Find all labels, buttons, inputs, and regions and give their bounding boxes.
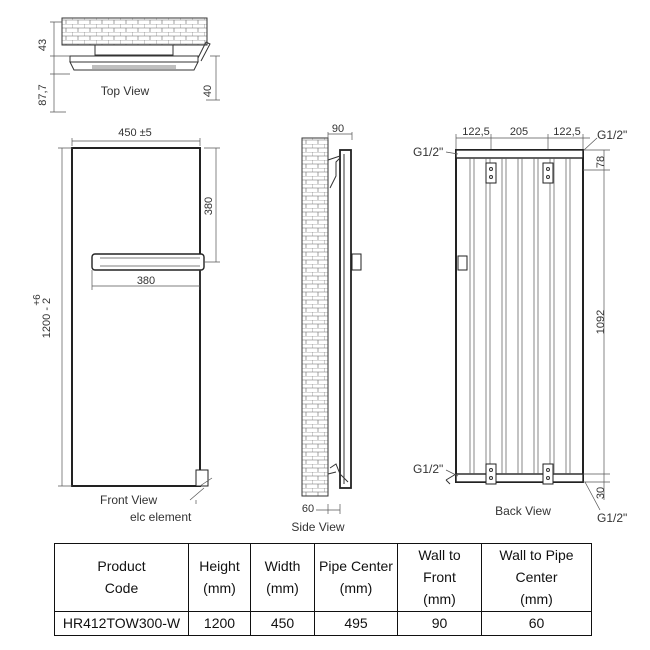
side-view-bottom-bracket: [327, 463, 349, 483]
back-view-side-box: [457, 255, 468, 271]
dim-top-87-7: 87,7: [37, 84, 49, 105]
header-height: Height(mm): [188, 543, 251, 612]
cell-wall-to-pipe-center: 60: [481, 610, 592, 637]
dim-back-78: 78: [595, 156, 607, 168]
side-view-wall: [301, 137, 329, 497]
label-g-bottom-right: G1/2": [597, 511, 627, 525]
dim-front-height: 1200 - 2: [41, 298, 53, 338]
front-view: 450 ±5 380 380 1200 - 2 +6 Front View el…: [32, 127, 220, 524]
label-g-top-right: G1/2": [597, 128, 627, 142]
label-g-top-left: G1/2": [413, 145, 443, 159]
back-view-top-collector: [455, 149, 584, 159]
front-view-elc-element: [195, 469, 209, 487]
back-view-valve-bottom-left: [485, 463, 497, 485]
side-view: 90 60 Side View: [291, 123, 362, 534]
dim-rail-height: 380: [203, 197, 215, 215]
dim-front-height-tol: +6: [32, 294, 43, 306]
cell-product-code: HR412TOW300-W: [54, 610, 189, 637]
back-view-bottom-collector: [455, 473, 584, 483]
label-g-bottom-left: G1/2": [413, 462, 443, 476]
back-view: 122,5 205 122,5 78 1092 30 G1/2" G1/2" G…: [413, 126, 627, 525]
cell-wall-to-front: 90: [397, 610, 482, 637]
back-view-frame: [455, 149, 584, 483]
dim-back-122-5-left: 122,5: [462, 126, 490, 138]
back-view-valve-top-left: [485, 162, 497, 184]
side-view-label: Side View: [291, 520, 344, 534]
table-row: HR412TOW300-W 1200 450 495 90 60: [54, 610, 592, 637]
side-view-rail-stub: [351, 253, 362, 271]
top-view-bracket: [94, 44, 174, 56]
front-view-panel: [71, 147, 201, 487]
back-view-tubes: [469, 158, 571, 474]
top-view-body: [69, 55, 199, 71]
dim-back-1092: 1092: [595, 310, 607, 334]
dim-top-43: 43: [37, 39, 49, 51]
dim-side-depth: 90: [332, 123, 344, 135]
top-view: 43 87,7 40 Top View: [37, 17, 220, 113]
side-view-panel: [339, 149, 352, 489]
cell-height: 1200: [188, 610, 251, 637]
dim-top-40: 40: [202, 85, 214, 97]
header-width: Width(mm): [250, 543, 315, 612]
back-view-valve-top-right: [542, 162, 554, 184]
header-pipe-center: Pipe Center(mm): [314, 543, 398, 612]
side-view-top-bracket: [327, 155, 341, 189]
dim-side-wall: 60: [302, 503, 314, 515]
front-view-towel-rail: [91, 253, 205, 271]
dim-back-205: 205: [510, 126, 528, 138]
cell-width: 450: [250, 610, 315, 637]
top-view-wall: [61, 17, 208, 46]
cell-pipe-center: 495: [314, 610, 398, 637]
back-view-valve-bottom-right: [542, 463, 554, 485]
front-view-label: Front View: [100, 493, 157, 507]
dim-rail-width: 380: [137, 275, 155, 287]
dim-front-width: 450 ±5: [118, 127, 152, 139]
dim-back-122-5-right: 122,5: [553, 126, 581, 138]
dim-back-30: 30: [595, 487, 607, 499]
top-view-element: [197, 41, 211, 62]
elc-element-label: elc element: [130, 510, 192, 524]
top-view-label: Top View: [101, 84, 150, 98]
back-view-label: Back View: [495, 504, 551, 518]
